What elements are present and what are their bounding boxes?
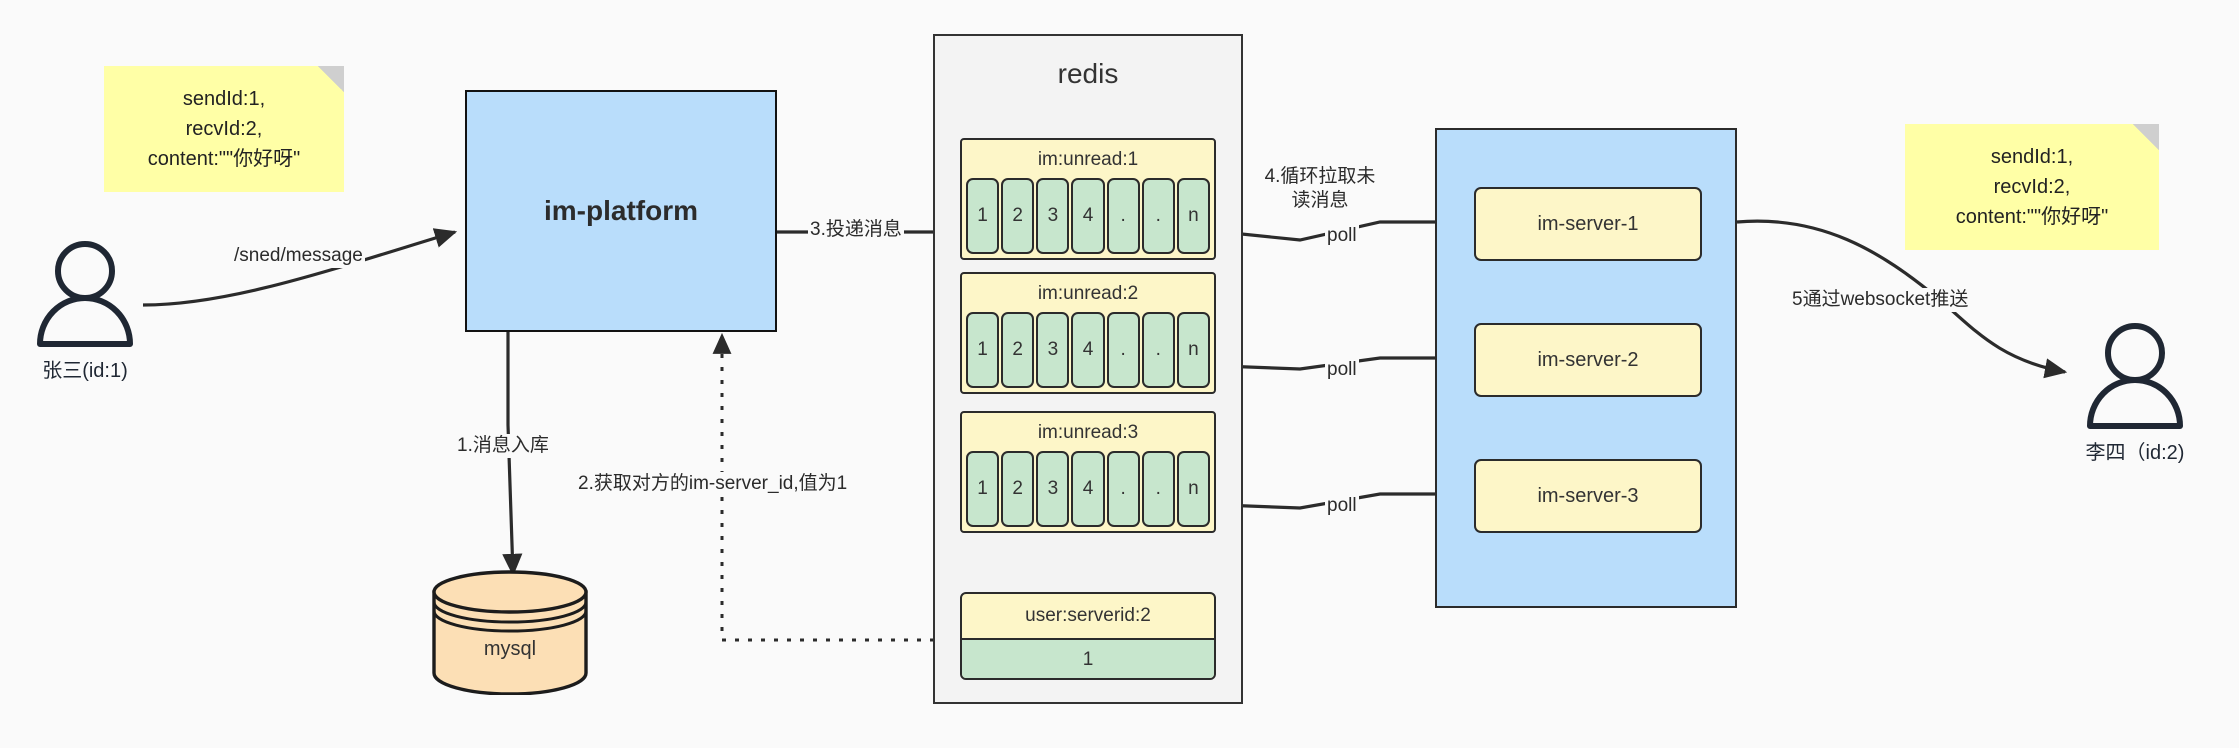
node-mysql[interactable]: mysql [430, 570, 590, 696]
edge-label-step5: 5通过websocket推送 [1790, 288, 1971, 312]
queue-cell: . [1106, 178, 1140, 254]
queue-cell: 3 [1036, 312, 1070, 388]
queue-cell: 1 [966, 451, 1000, 527]
edge-label-send-message: /sned/message [232, 244, 365, 268]
queue-cell: 4 [1071, 451, 1105, 527]
queue-cell: 2 [1001, 451, 1035, 527]
actor-sender: 张三(id:1) [30, 238, 140, 383]
queue-cell: 2 [1001, 178, 1035, 254]
queue-cell: n [1176, 451, 1210, 527]
sticky-note-left: sendId:1, recvId:2, content:""你好呀" [104, 66, 344, 192]
note-fold-icon [318, 66, 344, 92]
redis-queue-2[interactable]: im:unread:3 1 2 3 4 . . n [960, 411, 1216, 533]
redis-queue-0-key: im:unread:1 [1037, 149, 1139, 170]
database-icon [432, 570, 588, 696]
redis-queue-2-cells: 1 2 3 4 . . n [964, 451, 1212, 529]
queue-cell: 2 [1001, 312, 1035, 388]
edge-label-poll-2: poll [1325, 358, 1359, 382]
redis-queue-2-key: im:unread:3 [1037, 422, 1139, 443]
user-icon [37, 241, 133, 347]
node-im-platform[interactable]: im-platform [465, 90, 777, 332]
sticky-note-right-text: sendId:1, recvId:2, content:""你好呀" [1955, 146, 2109, 228]
actor-receiver-label: 李四（id:2) [2085, 442, 2185, 464]
node-mysql-label: mysql [483, 637, 537, 660]
edge-label-poll-3: poll [1325, 494, 1359, 518]
node-im-server-2[interactable]: im-server-2 [1474, 323, 1702, 397]
queue-cell: 4 [1071, 312, 1105, 388]
sticky-note-left-text: sendId:1, recvId:2, content:""你好呀" [147, 88, 301, 170]
node-im-server-1-label: im-server-1 [1537, 212, 1639, 235]
redis-queue-0-cells: 1 2 3 4 . . n [964, 178, 1212, 256]
queue-cell: . [1141, 312, 1175, 388]
redis-queue-1[interactable]: im:unread:2 1 2 3 4 . . n [960, 272, 1216, 394]
queue-cell: . [1106, 451, 1140, 527]
queue-cell: n [1176, 178, 1210, 254]
queue-cell: 3 [1036, 178, 1070, 254]
note-fold-icon [2133, 124, 2159, 150]
node-im-platform-label: im-platform [544, 195, 698, 226]
node-im-server-3-label: im-server-3 [1537, 484, 1639, 507]
edge-label-step1: 1.消息入库 [455, 434, 551, 458]
redis-queue-1-cells: 1 2 3 4 . . n [964, 312, 1212, 390]
redis-queue-1-key: im:unread:2 [1037, 283, 1139, 304]
queue-cell: 3 [1036, 451, 1070, 527]
node-im-server-1[interactable]: im-server-1 [1474, 187, 1702, 261]
redis-kv-key: user:serverid:2 [1025, 605, 1151, 626]
actor-sender-label: 张三(id:1) [42, 360, 128, 382]
sticky-note-right: sendId:1, recvId:2, content:""你好呀" [1905, 124, 2159, 250]
container-redis-title: redis [1057, 58, 1119, 89]
edge-send-message [142, 228, 458, 307]
redis-kv-value: 1 [962, 638, 1214, 678]
queue-cell: . [1141, 178, 1175, 254]
edge-label-step3: 3.投递消息 [808, 218, 904, 242]
edge-label-poll-1: poll [1325, 224, 1359, 248]
queue-cell: . [1106, 312, 1140, 388]
queue-cell: 4 [1071, 178, 1105, 254]
queue-cell: 1 [966, 178, 1000, 254]
user-icon [2087, 323, 2183, 429]
queue-cell: . [1141, 451, 1175, 527]
queue-cell: n [1176, 312, 1210, 388]
queue-cell: 1 [966, 312, 1000, 388]
redis-kv-user-serverid[interactable]: user:serverid:2 1 [960, 592, 1216, 680]
redis-queue-0[interactable]: im:unread:1 1 2 3 4 . . n [960, 138, 1216, 260]
actor-receiver: 李四（id:2) [2080, 320, 2190, 465]
edge-label-step2: 2.获取对方的im-server_id,值为1 [576, 472, 850, 496]
node-im-server-3[interactable]: im-server-3 [1474, 459, 1702, 533]
edge-label-step4: 4.循环拉取未读消息 [1258, 165, 1382, 213]
node-im-server-2-label: im-server-2 [1537, 348, 1639, 371]
